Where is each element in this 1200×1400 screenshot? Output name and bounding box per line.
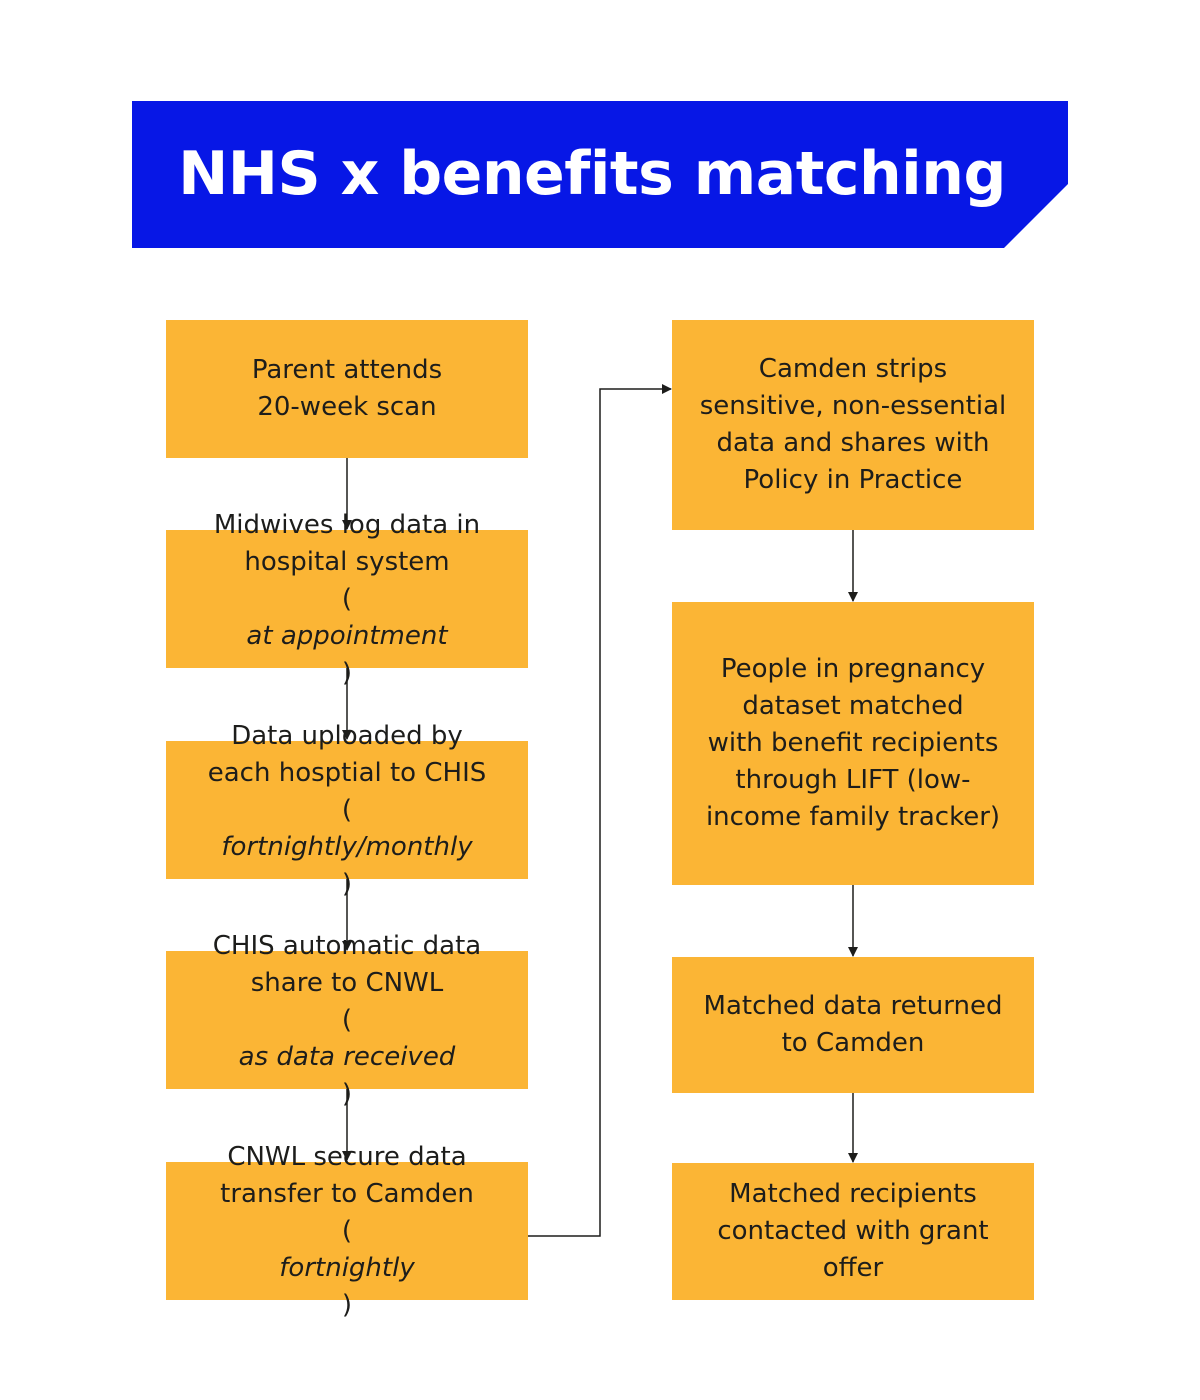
step-line: each hosptial to CHIS <box>207 757 487 788</box>
step-note-text: at appointment <box>246 620 448 651</box>
step-box-1: Parent attends 20-week scan <box>166 320 528 458</box>
arrow-step5-step6 <box>528 384 672 1237</box>
step-line: Policy in Practice <box>743 465 963 495</box>
step-line: contacted with grant <box>717 1216 989 1246</box>
step-line: Parent attends <box>251 355 443 385</box>
step-box-8: Matched data returned to Camden <box>672 957 1034 1093</box>
step-line: Matched data returned <box>703 991 1003 1021</box>
step-line: share to CNWL <box>250 967 444 998</box>
step-box-7: People in pregnancy dataset matched with… <box>672 602 1034 885</box>
step-note-text: as data received <box>238 1041 456 1072</box>
step-box-3: Data uploaded by each hosptial to CHIS (… <box>166 721 528 899</box>
step-text-9: Matched recipients contacted with grant … <box>717 1176 988 1287</box>
step-box-2: Midwives log data in hospital system (at… <box>166 510 528 688</box>
step-box-4: CHIS automatic data share to CNWL (as da… <box>166 931 528 1109</box>
step-line: Camden strips <box>758 354 948 384</box>
step-line: income family tracker) <box>705 802 1001 832</box>
step-note: (fortnightly) <box>279 1215 415 1320</box>
step-line: People in pregnancy <box>720 654 986 684</box>
step-text-1: Parent attends 20-week scan <box>252 352 442 426</box>
step-line: through LIFT (low- <box>735 765 971 795</box>
step-line: offer <box>822 1253 884 1283</box>
page-title: NHS x benefits matching <box>178 139 1006 209</box>
step-note: (as data received) <box>238 1004 456 1109</box>
step-line: 20-week scan <box>257 392 437 422</box>
title-banner: NHS x benefits matching <box>132 101 1068 248</box>
step-note: (fortnightly/monthly) <box>221 794 473 899</box>
step-note-text: fortnightly <box>279 1252 415 1283</box>
step-text-6: Camden strips sensitive, non-essential d… <box>700 351 1007 499</box>
step-note: (at appointment) <box>246 583 448 688</box>
banner-shape <box>132 101 1068 248</box>
step-text-3: Data uploaded by each hosptial to CHIS (… <box>208 718 486 903</box>
step-text-7: People in pregnancy dataset matched with… <box>706 651 1000 836</box>
step-line: to Camden <box>781 1028 925 1058</box>
step-line: hospital system <box>244 546 450 577</box>
step-box-9: Matched recipients contacted with grant … <box>672 1163 1034 1300</box>
step-line: transfer to Camden <box>220 1178 474 1209</box>
step-line: CNWL secure data <box>227 1141 467 1172</box>
step-text-2: Midwives log data in hospital system (at… <box>214 507 480 692</box>
step-note-text: fortnightly/monthly <box>221 831 473 862</box>
step-box-6: Camden strips sensitive, non-essential d… <box>672 320 1034 530</box>
step-line: Midwives log data in <box>213 509 481 540</box>
step-line: data and shares with <box>716 428 990 458</box>
step-box-5: CNWL secure data transfer to Camden (for… <box>166 1142 528 1320</box>
step-text-5: CNWL secure data transfer to Camden (for… <box>220 1139 474 1324</box>
step-line: with benefit recipients <box>707 728 999 758</box>
step-line: sensitive, non-essential <box>699 391 1007 421</box>
step-text-4: CHIS automatic data share to CNWL (as da… <box>213 928 481 1113</box>
step-line: Data uploaded by <box>231 720 463 751</box>
step-line: CHIS automatic data <box>212 930 482 961</box>
step-text-8: Matched data returned to Camden <box>704 988 1003 1062</box>
step-line: dataset matched <box>742 691 964 721</box>
step-line: Matched recipients <box>729 1179 977 1209</box>
